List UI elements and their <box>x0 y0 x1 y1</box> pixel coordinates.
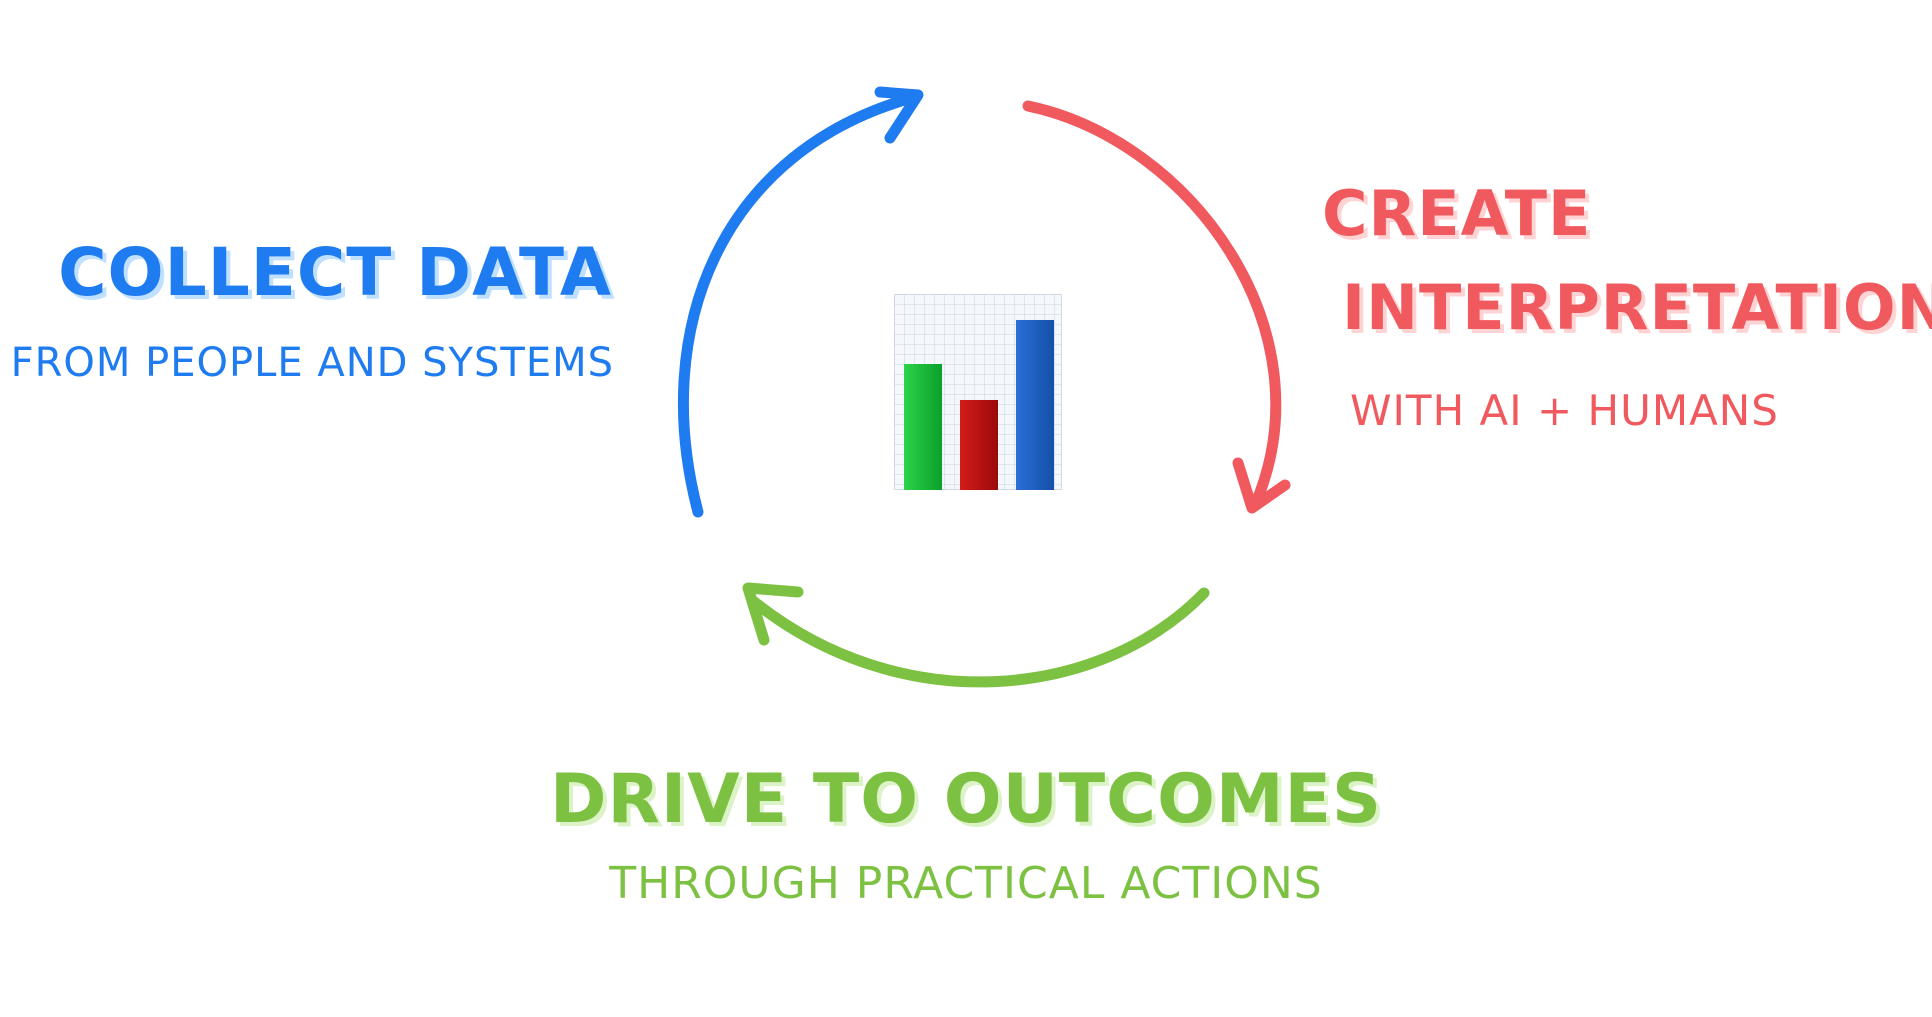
blue-arrow-arc <box>677 91 921 518</box>
green-arrowhead <box>742 582 804 646</box>
blue-arrowhead <box>874 86 924 144</box>
drive-outcomes-title: Drive to outcomes <box>550 760 1382 839</box>
blue-bar <box>1016 320 1054 490</box>
collect-data-title: Collect Data <box>58 234 612 311</box>
collect-data-subtitle: From people and systems <box>10 340 614 386</box>
bar-chart-icon <box>894 294 1062 490</box>
green-arrow-arc <box>746 587 1210 688</box>
red-arrow-arc <box>1022 100 1282 511</box>
red-arrowhead <box>1232 457 1291 514</box>
create-interpretation-title-line1: Create <box>1322 177 1592 250</box>
red-bar <box>960 400 998 490</box>
create-interpretation-title-line2: Interpretation <box>1342 271 1932 344</box>
green-bar <box>904 364 942 490</box>
create-interpretation-subtitle: With AI + Humans <box>1350 386 1779 435</box>
drive-outcomes-subtitle: Through practical actions <box>609 858 1323 909</box>
